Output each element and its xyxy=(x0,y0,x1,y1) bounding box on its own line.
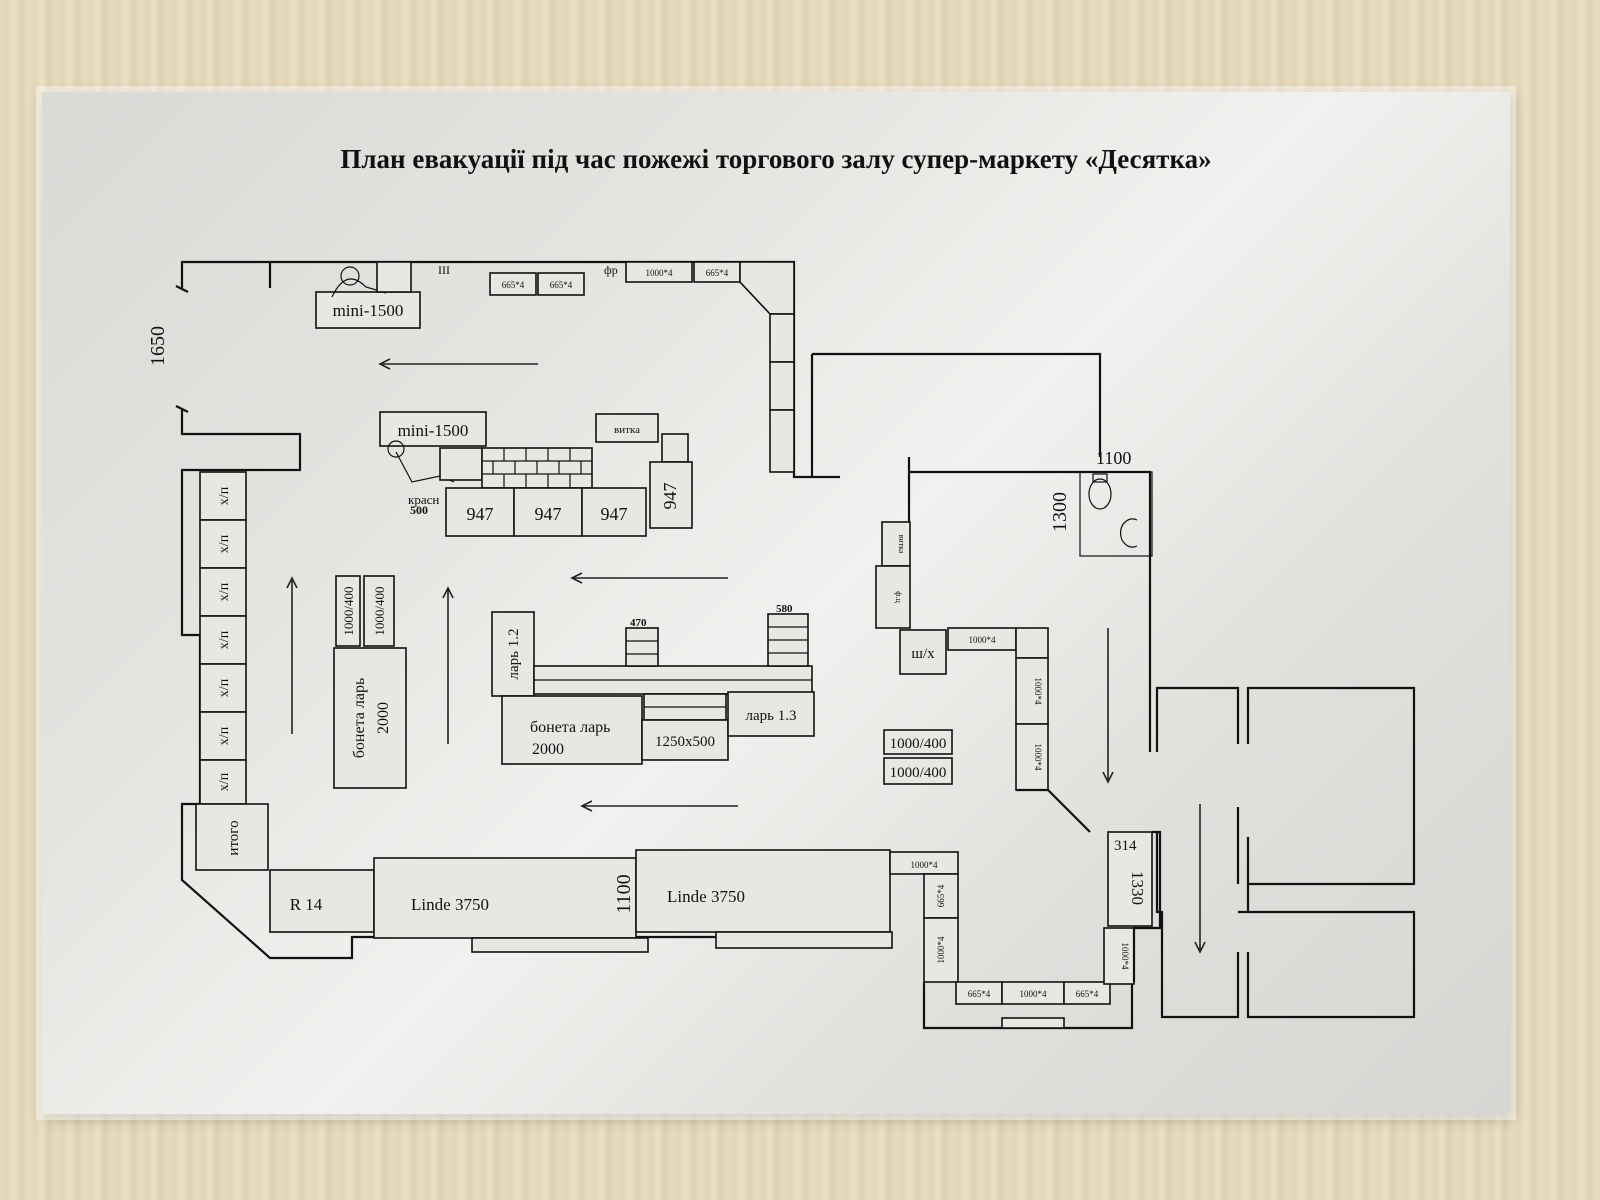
label-vytka: витка xyxy=(614,424,640,436)
label-shx: ш/х xyxy=(911,646,935,662)
label-1000-e: 1000*4 xyxy=(936,936,946,964)
label-xp-1: х/п xyxy=(217,486,232,505)
label-665-b1: 665*4 xyxy=(968,989,991,999)
label-1000-a: 1000*4 xyxy=(969,635,997,645)
label-mini-mid: mini-1500 xyxy=(398,421,469,440)
bottom-fixtures: R 14 Linde 3750 Linde 3750 1100 1000*4 6… xyxy=(269,849,1134,1030)
dim-580: 580 xyxy=(776,603,793,615)
toilet-icon xyxy=(1088,478,1112,510)
label-lar-13: ларь 1.3 xyxy=(746,708,797,724)
label-xp-5: х/п xyxy=(217,678,232,697)
label-xp-3: х/п xyxy=(217,582,232,601)
label-1000-400-d: 1000/400 xyxy=(890,765,947,781)
label-947-2: 947 xyxy=(535,504,562,524)
label-1000-b: 1000*4 xyxy=(1033,678,1043,706)
toilet-room xyxy=(1079,471,1153,557)
cashier-icon-top xyxy=(331,278,387,298)
label-665-b3: 665*4 xyxy=(1076,989,1099,999)
label-linde-1: Linde 3750 xyxy=(411,895,489,914)
label-947-3: 947 xyxy=(601,504,628,524)
label-lar-12: ларь 1.2 xyxy=(506,629,522,680)
dim-1650: 1650 xyxy=(147,326,169,366)
middle-island: mini-1500 витка красн 500 947 947 947 xyxy=(379,411,693,537)
dim-1330: 1330 xyxy=(1128,871,1147,905)
evacuation-plan-sheet: План евакуації під час пожежі торгового … xyxy=(42,92,1510,1114)
linde-1 xyxy=(373,857,637,939)
dim-314: 314 xyxy=(1114,838,1137,854)
dim-1100-wc: 1100 xyxy=(1096,448,1131,468)
floor-plan: 1650 1100 1300 mini-1500 xyxy=(147,260,1416,1030)
label-665-1: 665*4 xyxy=(502,280,525,290)
label-1000-d: 1000*4 xyxy=(1120,943,1130,971)
label-bonet-h-1: бонета ларь xyxy=(530,719,610,736)
label-small-2: ф.ц xyxy=(894,591,903,603)
center-island: 1000/400 1000/400 бонета ларь 2000 ларь … xyxy=(333,575,953,789)
label-1000-400-b: 1000/400 xyxy=(372,586,387,635)
label-bonet-v-2: 2000 xyxy=(375,702,392,734)
label-1000-top: 1000*4 xyxy=(646,268,674,278)
mini-1500-top xyxy=(315,291,421,329)
bonet-horizontal xyxy=(501,695,643,765)
label-947-1: 947 xyxy=(467,504,494,524)
label-xp-6: х/п xyxy=(217,726,232,745)
label-krasn: красн xyxy=(408,492,439,507)
dim-1100-linde: 1100 xyxy=(613,874,635,913)
plan-title: План евакуації під час пожежі торгового … xyxy=(340,144,1212,174)
label-665-2: 665*4 xyxy=(550,280,573,290)
label-xp-2: х/п xyxy=(217,534,232,553)
dim-470: 470 xyxy=(630,617,647,629)
sink-icon xyxy=(1119,518,1138,548)
label-fr: фр xyxy=(604,263,618,277)
label-947-v: 947 xyxy=(660,483,680,510)
label-1250x500: 1250х500 xyxy=(655,734,715,750)
label-mini-top: mini-1500 xyxy=(333,301,404,320)
bonet-vertical xyxy=(333,647,407,789)
label-665-d: 665*4 xyxy=(936,884,946,907)
label-bonet-v-1: бонета ларь xyxy=(351,678,368,758)
label-itogo: итого xyxy=(226,820,242,855)
label-iii: III xyxy=(438,263,450,277)
label-500: 500 xyxy=(410,503,428,517)
label-bonet-h-2: 2000 xyxy=(532,741,564,758)
label-1000-400-a: 1000/400 xyxy=(341,586,356,635)
label-1000-c: 1000*4 xyxy=(1033,744,1043,772)
label-linde-2: Linde 3750 xyxy=(667,887,745,906)
label-665-top: 665*4 xyxy=(706,268,729,278)
label-xp-4: х/п xyxy=(217,630,232,649)
label-1000-400-c: 1000/400 xyxy=(890,736,947,752)
dim-1300: 1300 xyxy=(1049,492,1071,532)
brick-shelf-top xyxy=(481,447,593,489)
label-small-1: витка xyxy=(897,535,906,554)
left-shelves: х/п х/п х/п х/п х/п х/п х/п итого xyxy=(195,471,269,871)
mini-1500-mid xyxy=(379,411,487,447)
label-xp-7: х/п xyxy=(217,772,232,791)
label-1000-b2: 1000*4 xyxy=(1020,989,1048,999)
top-fixtures: mini-1500 III 665*4 665*4 фр 1000*4 665*… xyxy=(315,261,795,473)
right-shelves: витка ф.ц ш/х 1000*4 1000*4 1000*4 314 1… xyxy=(875,521,1162,985)
label-r14: R 14 xyxy=(290,895,323,914)
label-1000-f: 1000*4 xyxy=(911,860,939,870)
evacuation-arrows xyxy=(286,358,1206,954)
brick-shelf-mid xyxy=(533,613,813,721)
